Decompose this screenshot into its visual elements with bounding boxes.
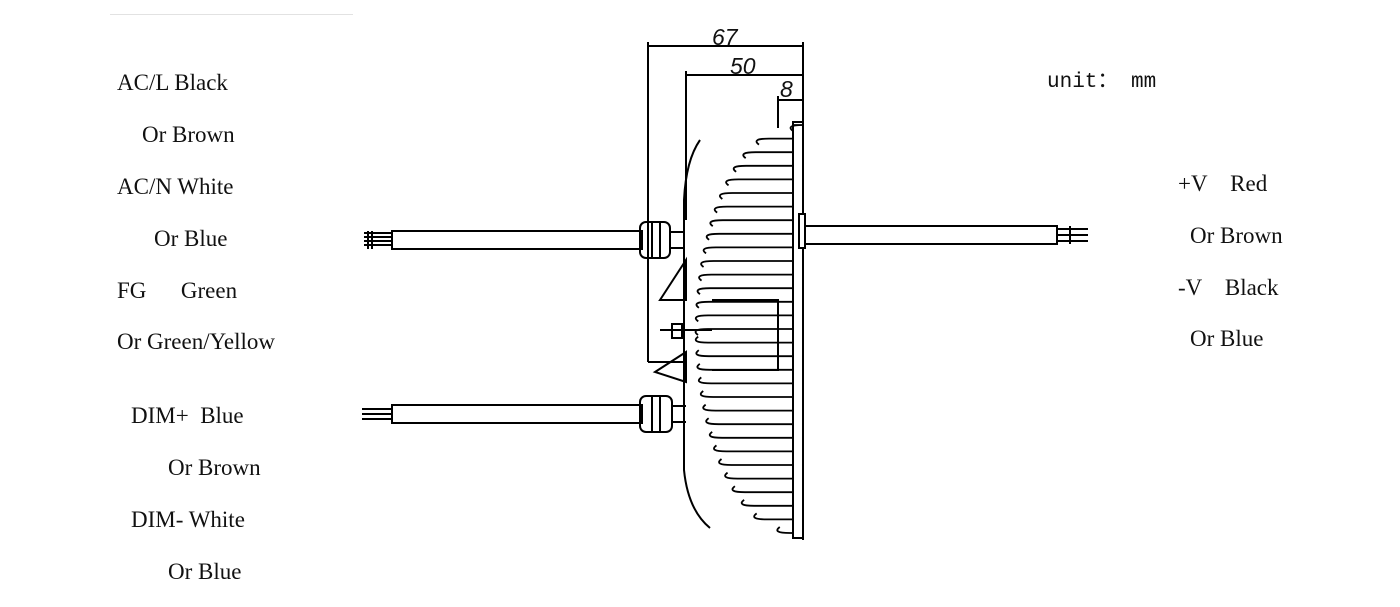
front-plate: [792, 121, 804, 539]
heatsink-fin: [695, 349, 793, 358]
label-vminus-blue: Or Blue: [1190, 326, 1264, 351]
dc-output-cable: [804, 225, 1088, 245]
label-dim-plus-brown: Or Brown: [168, 455, 261, 480]
heatsink-fin: [732, 164, 793, 173]
heatsink-fin: [713, 205, 793, 214]
top-divider-line: [110, 14, 353, 15]
heatsink-fin: [696, 363, 793, 371]
heatsink-fin: [742, 151, 793, 159]
heatsink-fin: [694, 335, 793, 344]
heatsink-fin: [699, 390, 793, 398]
heatsink-fin: [789, 124, 804, 132]
label-acn-white: AC/N White: [117, 174, 234, 199]
dimension-overall-value: 67: [712, 24, 739, 50]
heatsink-fin: [698, 273, 793, 282]
heatsink-fin: [713, 444, 793, 453]
dimension-small: [777, 96, 803, 128]
heatsink-fin: [724, 471, 793, 480]
label-acl-black: AC/L Black: [117, 70, 228, 95]
heatsink-fin: [694, 314, 793, 323]
label-vplus-red: +V Red: [1178, 171, 1268, 196]
label-dim-minus-blue: Or Blue: [168, 559, 242, 584]
bracket-upper-triangle: [658, 256, 687, 301]
heatsink-fin: [718, 458, 793, 466]
heatsink-fin: [753, 512, 793, 521]
label-vplus-brown: Or Brown: [1190, 223, 1283, 248]
dimension-middle-value: 50: [730, 53, 756, 79]
label-acn-blue: Or Blue: [154, 226, 228, 251]
housing-back-curve: [683, 139, 711, 529]
label-dim-plus-blue: DIM+ Blue: [131, 403, 244, 428]
heatsink-fin: [705, 417, 793, 426]
ac-input-cable: [364, 221, 684, 259]
heatsink-fin: [698, 376, 793, 385]
bracket-lower-triangle: [652, 350, 687, 384]
label-fg-green: FG Green: [117, 278, 238, 303]
label-vminus-black: -V Black: [1178, 275, 1279, 300]
heatsink-fin: [776, 526, 793, 534]
heatsink-fin: [731, 485, 793, 494]
heatsink-fin: [725, 178, 793, 187]
heatsink-fin: [696, 287, 793, 295]
heatsink-fin: [705, 232, 793, 241]
heatsink-fin: [702, 403, 793, 412]
dimension-middle: [685, 71, 803, 220]
label-fg-green-yellow: Or Green/Yellow: [117, 329, 276, 354]
heatsink-fin: [702, 246, 793, 255]
heatsink-fin: [740, 499, 793, 507]
heatsink-fin: [709, 219, 793, 227]
heatsink-fin: [755, 137, 793, 146]
heatsink-fin: [708, 431, 793, 439]
dimension-overall: [647, 42, 803, 362]
label-acl-brown: Or Brown: [142, 122, 235, 147]
label-dim-minus-white: DIM- White: [131, 507, 245, 532]
dim-input-cable: [362, 395, 686, 433]
center-fin-slot: [712, 299, 779, 371]
unit-label: unit： mm: [1047, 71, 1157, 94]
heatsink-fin: [695, 300, 793, 309]
center-stud-nut: [671, 323, 683, 339]
dimension-small-value: 8: [780, 76, 793, 102]
heatsink-fin: [700, 260, 793, 268]
heatsink-fin: [719, 192, 793, 200]
